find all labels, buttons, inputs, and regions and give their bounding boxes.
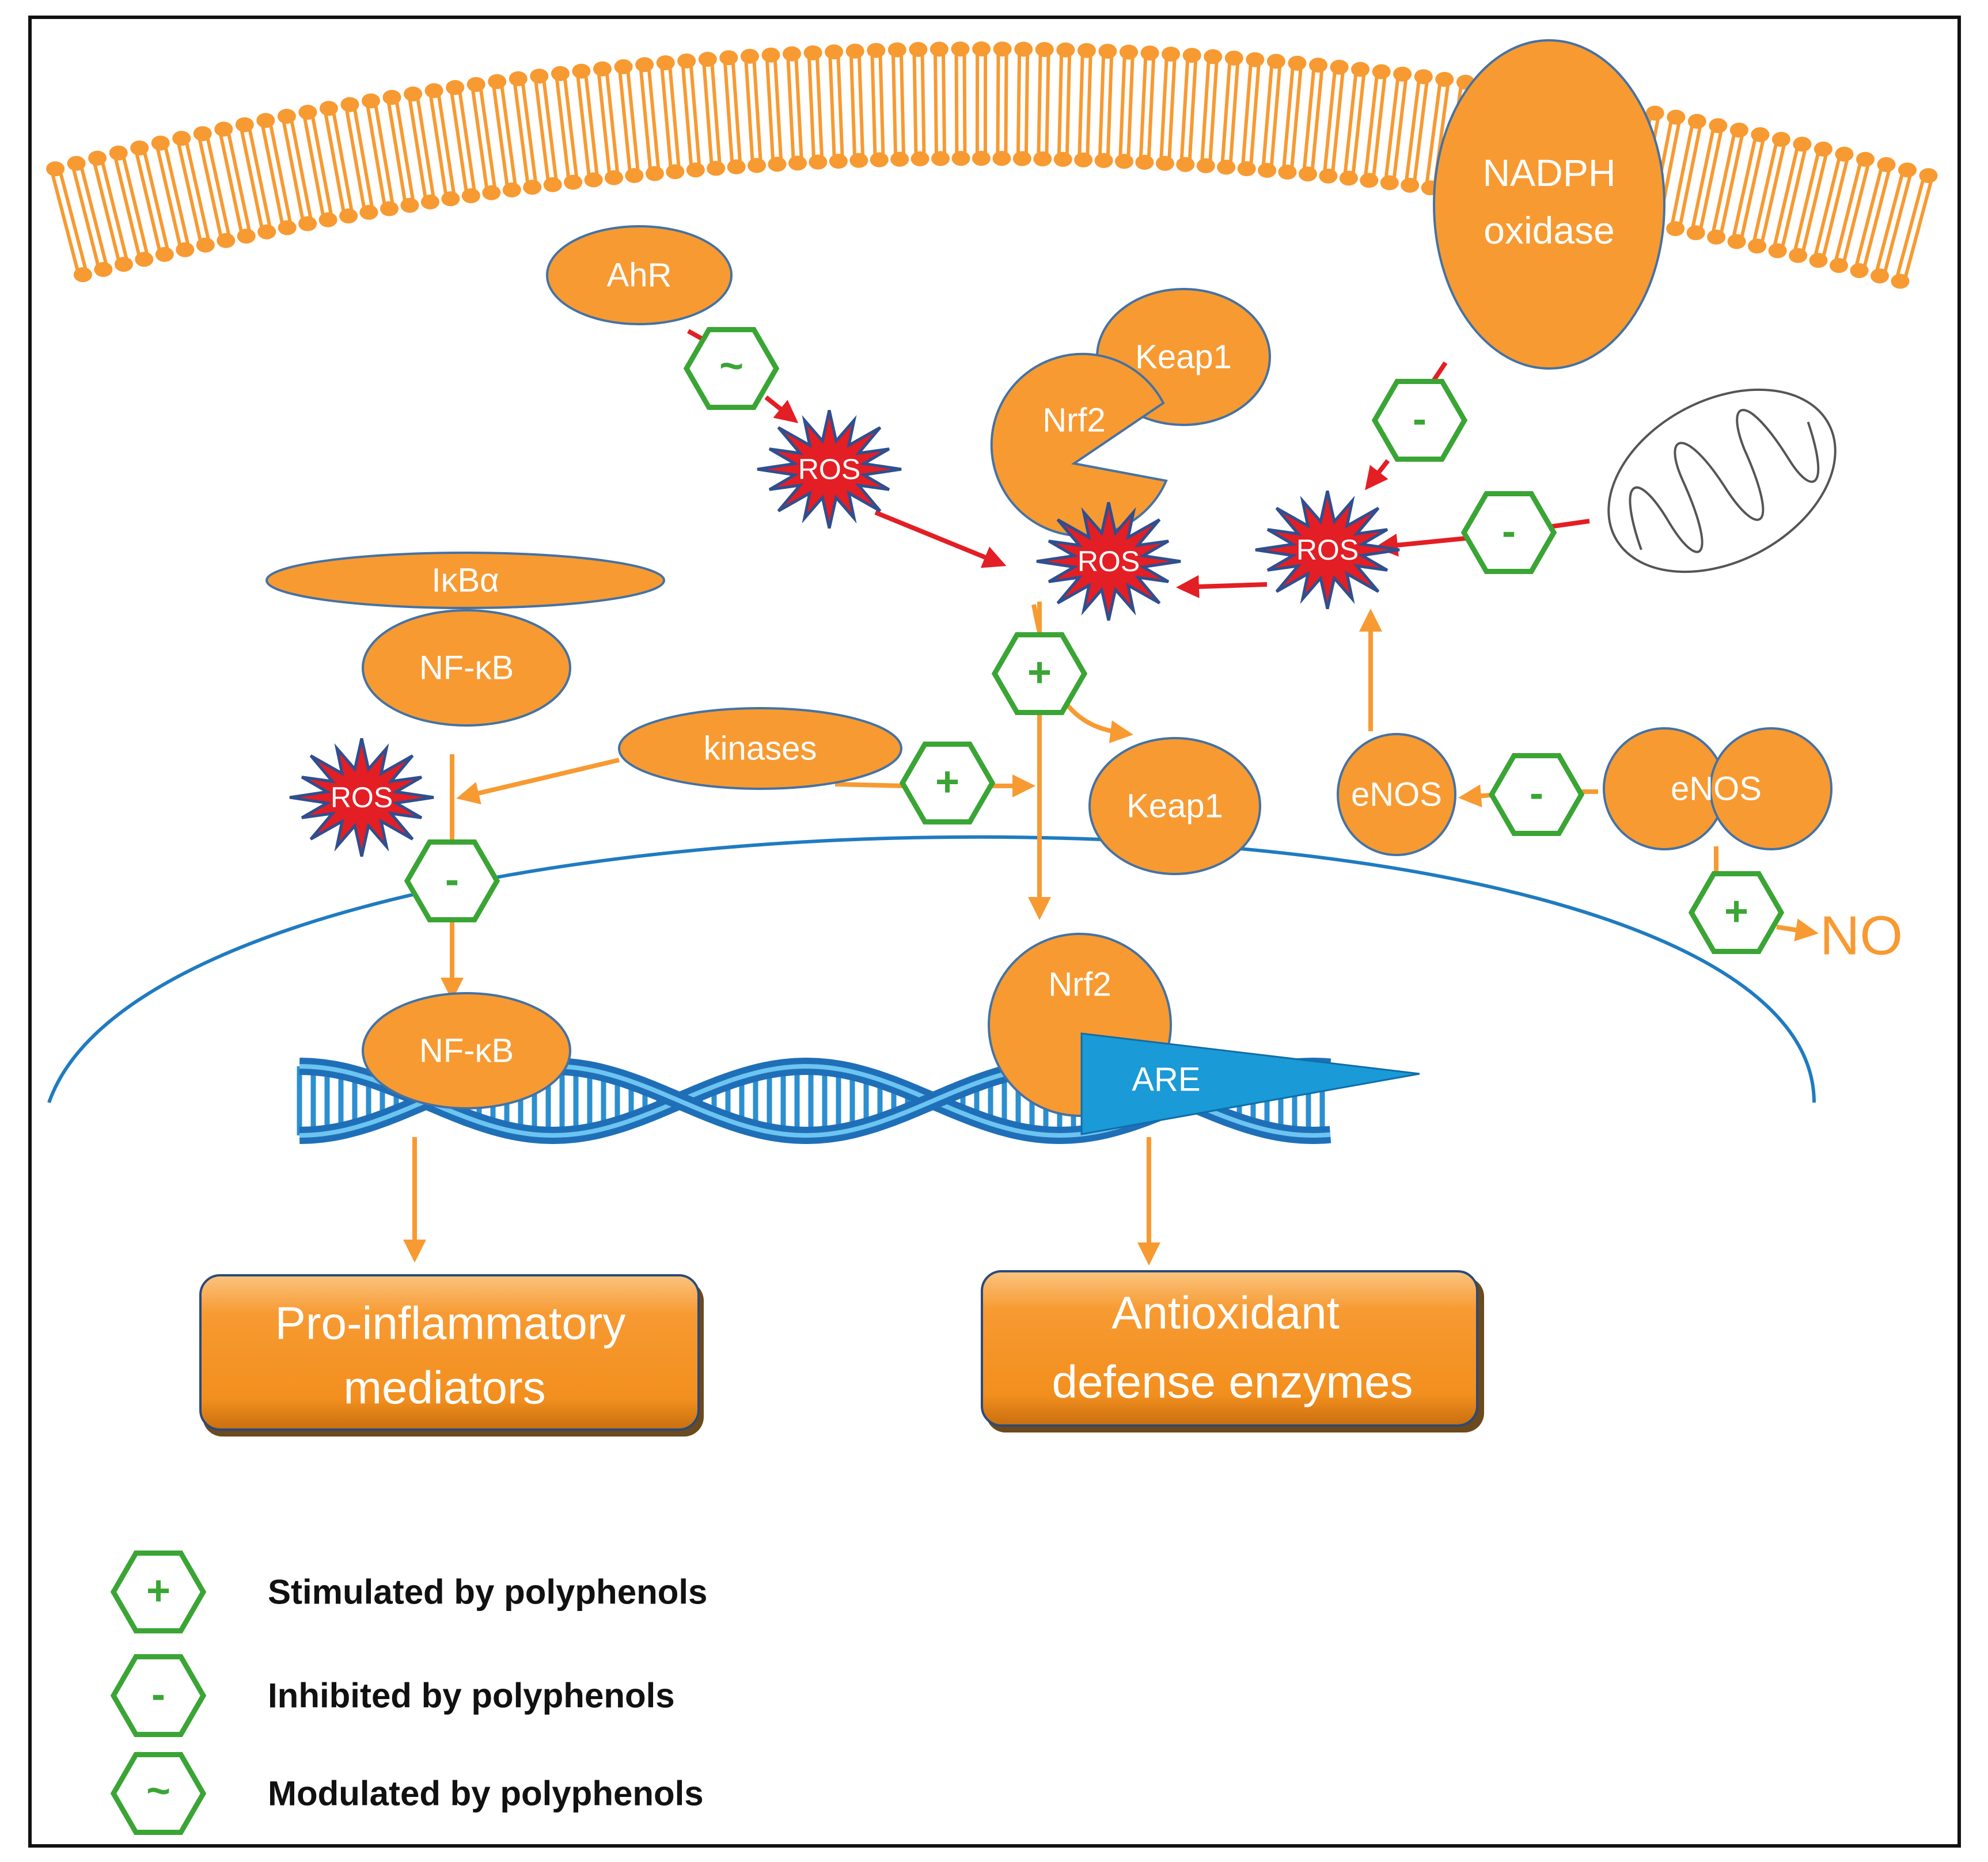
arrow-ahr-ros-2: [764, 395, 799, 423]
svg-text:+: +: [1724, 888, 1748, 934]
enos-monomer-node: [1337, 733, 1456, 856]
svg-text:ROS: ROS: [798, 453, 860, 485]
svg-text:~: ~: [146, 1768, 170, 1814]
are-element: [1080, 1032, 1420, 1135]
hex-stimulated-no: +: [1688, 871, 1785, 954]
keap1-bottom-node: [1088, 737, 1261, 875]
svg-text:-: -: [1530, 770, 1543, 816]
hex-modulated-ahr: ~: [683, 327, 780, 410]
antioxidant-line2: defense enzymes: [1052, 1356, 1413, 1408]
ros-burst-4: ROS: [289, 738, 434, 857]
svg-text:ROS: ROS: [331, 781, 393, 814]
arrow-mito-ros: [1549, 519, 1590, 529]
legend-hex-stimulated: +: [110, 1551, 207, 1633]
ahr-node: [546, 225, 733, 325]
nfkb-top-label: NF-κB: [419, 649, 514, 687]
arrow-enos-no-2: [1776, 918, 1819, 941]
kinases-node: [618, 707, 902, 790]
svg-text:+: +: [935, 759, 959, 805]
arrow-nadph-ros-2: [1365, 459, 1390, 491]
legend-inhibited-label: Inhibited by polyphenols: [268, 1677, 675, 1715]
arrow-nadph-ros: [1432, 361, 1448, 382]
arrow-ros-ros: [1176, 575, 1268, 598]
svg-text:+: +: [1027, 649, 1052, 696]
are-label: ARE: [1132, 1061, 1200, 1099]
keap1-top-label: Keap1: [1135, 339, 1232, 376]
nadph-oxidase-node: [1433, 39, 1665, 370]
hex-inhibited-nadph: -: [1371, 379, 1468, 462]
nrf2-nucleus-label: Nrf2: [1048, 966, 1111, 1004]
ikba-node: [265, 552, 665, 609]
legend-hex-modulated: ~: [110, 1752, 207, 1835]
nrf2-top-label: Nrf2: [1042, 402, 1106, 439]
figure-frame: [28, 16, 1961, 1848]
nadph-label-line2: oxidase: [1484, 209, 1615, 252]
svg-text:-: -: [1502, 508, 1516, 554]
svg-text:ROS: ROS: [1296, 534, 1359, 566]
hex-inhibited-mito: -: [1460, 491, 1557, 574]
legend-hex-inhibited: -: [110, 1654, 207, 1737]
ros-burst-1: ROS: [757, 409, 902, 529]
svg-text:-: -: [1413, 396, 1426, 442]
enos-dimer-right-node: [1709, 727, 1833, 850]
nfkb-top-node: [362, 609, 571, 727]
antioxidant-box: Antioxidant defense enzymes: [981, 1270, 1484, 1432]
legend-modulated-label: Modulated by polyphenols: [268, 1774, 704, 1813]
enos-dimer-label: eNOS: [1671, 770, 1762, 808]
svg-text:-: -: [151, 1671, 165, 1717]
svg-text:-: -: [445, 857, 459, 903]
kinases-label: kinases: [704, 730, 817, 767]
antioxidant-line1: Antioxidant: [1111, 1287, 1340, 1339]
pro-inflammatory-line1: Pro-inflammatory: [275, 1298, 625, 1349]
svg-text:ROS: ROS: [1078, 545, 1140, 577]
pro-inflammatory-line2: mediators: [343, 1362, 545, 1413]
nadph-label-line1: NADPH: [1482, 151, 1615, 194]
nfkb-nucleus-node: [362, 992, 571, 1109]
legend: + Stimulated by polyphenols - Inhibited …: [110, 1551, 707, 1835]
keap1-bottom-label: Keap1: [1126, 788, 1223, 825]
arrow-mito-ros-2: [1375, 533, 1466, 557]
hex-stimulated-kinases: +: [899, 742, 996, 824]
hex-inhibited-nfkb: -: [404, 839, 500, 922]
hex-stimulated-nrf2: +: [991, 632, 1088, 715]
enos-monomer-label: eNOS: [1351, 776, 1442, 814]
svg-text:~: ~: [719, 343, 743, 389]
nrf2-top-node: [990, 352, 1168, 537]
ikba-label: IκBα: [431, 562, 499, 599]
mitochondrion-icon: [1607, 388, 1837, 573]
arrow-ros-nrf2: [874, 510, 1007, 568]
arrow-kinases-nfkb: [456, 758, 620, 805]
no-label: NO: [1820, 905, 1903, 967]
nuclear-envelope: [47, 835, 1816, 1104]
svg-text:+: +: [146, 1568, 170, 1614]
ros-burst-3: ROS: [1255, 490, 1400, 610]
legend-stimulated-label: Stimulated by polyphenols: [268, 1573, 707, 1612]
pro-inflammatory-box: Pro-inflammatory mediators: [199, 1274, 704, 1437]
ros-burst-2: ROS: [1036, 501, 1181, 621]
arrow-kinases-nrf2: [834, 782, 905, 788]
nfkb-nucleus-label: NF-κB: [419, 1032, 514, 1070]
ahr-label: AhR: [607, 257, 672, 294]
hex-inhibited-enos: -: [1488, 753, 1585, 836]
